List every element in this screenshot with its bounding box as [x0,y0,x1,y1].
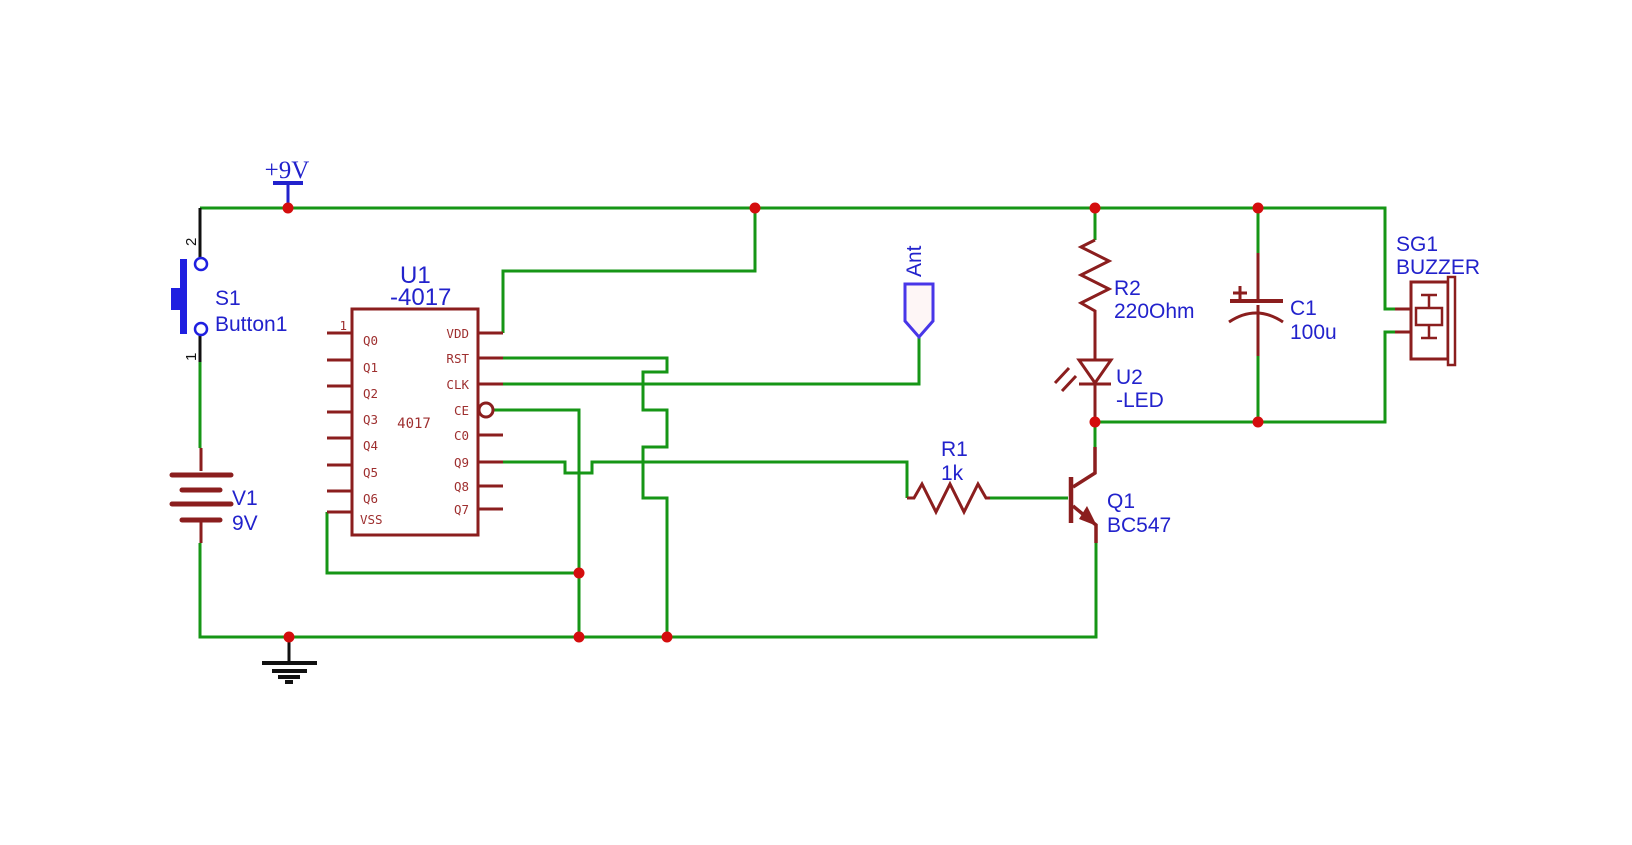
label-s1-value: Button1 [215,313,287,336]
ic-pin-label-q1: Q1 [363,360,378,375]
buzzer-element-box [1414,306,1444,327]
ic-pin1-marker: 1 [339,318,347,333]
label-u1-ref: U1 [400,262,431,289]
label-u2-ref: U2 [1116,366,1143,389]
label-sg1-ref: SG1 [1396,233,1438,256]
ic-pin-label-q0: Q0 [363,333,378,348]
power-flag-9v[interactable]: +9V [265,157,310,207]
button-plunger [171,288,181,310]
ic-pin-label-q9: Q9 [454,455,469,470]
label-u1-value: -4017 [390,284,451,311]
button-contact-bottom [193,321,209,337]
pin-number-1: 1 [183,353,200,361]
ic-pin-label-q7: Q7 [454,502,469,517]
label-v1-ref: V1 [232,487,258,510]
label-r1-value: 1k [941,462,964,485]
junction-dot [283,631,295,643]
ic-pin-label-q6: Q6 [363,491,378,506]
led-triangle-icon [1076,358,1114,386]
junction-dot [1089,202,1101,214]
wire-ce-ground[interactable] [493,408,581,637]
label-c1-ref: C1 [1290,297,1317,320]
junction-dot [749,202,761,214]
ic-pin-label-q4: Q4 [363,438,378,453]
button-actuator [180,259,187,334]
ic-pin-label-c0: C0 [454,428,469,443]
wire-vdd[interactable] [501,208,757,333]
ic-pin-label-vdd: VDD [446,326,469,341]
ic-pin-label-q5: Q5 [363,465,378,480]
buzzer-element-icon [1421,293,1437,340]
wire-q9-r1[interactable] [503,460,909,498]
transistor-q1[interactable]: Q1 BC547 [1068,447,1171,543]
ic-right-pin-stubs [478,331,503,511]
label-u2-value: -LED [1116,389,1164,412]
label-r1-ref: R1 [941,438,968,461]
buzzer-sg1[interactable]: SG1 BUZZER [1395,233,1480,367]
ic-pin-label-q3: Q3 [363,412,378,427]
power-flag-label: +9V [265,157,310,184]
label-sg1-value: BUZZER [1396,256,1480,279]
junction-dot [661,631,673,643]
resistor-zigzag-icon [907,480,990,516]
label-r2-value: 220Ohm [1114,300,1195,323]
ic-body [350,307,480,537]
junction-dot [1252,416,1264,428]
junction-dot [1252,202,1264,214]
wire-rst-ground[interactable] [503,356,669,637]
resistor-zigzag-icon [1077,238,1113,360]
led-emission-marks-icon [1053,366,1078,393]
wire-ground-rail[interactable] [198,543,1098,639]
label-r2-ref: R2 [1114,277,1141,300]
wire-vcc-rail[interactable] [200,206,1396,311]
label-q1-ref: Q1 [1107,490,1135,513]
ic-core-label: 4017 [397,416,431,432]
junction-dot [1089,416,1101,428]
button-contact-top [193,256,209,272]
wires [198,206,1396,639]
label-ant: Ant [903,245,926,277]
antenna-ant[interactable]: Ant [903,245,935,340]
label-v1-value: 9V [232,512,258,535]
pushbutton-s1[interactable]: 2 1 S1 Button1 [171,238,287,361]
junction-dot [282,202,294,214]
capacitor-plus-icon [1233,286,1247,300]
transistor-collector [1072,447,1097,489]
capacitor-c1[interactable]: C1 100u [1228,253,1337,356]
wire-vss-ground[interactable] [325,512,579,575]
ic-left-pin-stubs [327,331,352,514]
junction-dot [573,567,585,579]
label-q1-value: BC547 [1107,514,1171,537]
ic-u1-4017[interactable]: 1 Q0 Q1 Q2 Q3 Q4 Q5 Q6 VSS VDD RST CLK C… [327,262,503,537]
ground-symbol[interactable] [262,637,317,684]
led-u2[interactable]: U2 -LED [1053,358,1164,422]
buzzer-plate [1446,275,1457,367]
ic-pin-label-clk: CLK [446,377,469,392]
ic-pin-label-q8: Q8 [454,479,469,494]
junction-dot [573,631,585,643]
capacitor-plate-curved [1228,311,1284,324]
ce-inversion-bubble-icon [477,401,495,419]
buzzer-pins [1395,307,1411,334]
transistor-emitter-arrow-icon [1079,506,1097,526]
label-s1-ref: S1 [215,287,241,310]
junction-dots [282,202,1264,643]
pin-number-2: 2 [183,238,200,246]
resistor-r2[interactable]: R2 220Ohm [1077,238,1195,360]
ic-pin-label-vss: VSS [360,512,383,527]
wire-clk-antenna[interactable] [503,337,921,386]
wire-buzzer-bottom[interactable] [1095,330,1396,424]
resistor-r1[interactable]: R1 1k [907,438,990,516]
battery-v1[interactable]: V1 9V [169,448,258,543]
ic-pin-label-rst: RST [446,351,469,366]
antenna-icon [903,282,935,340]
ic-pin-label-q2: Q2 [363,386,378,401]
label-c1-value: 100u [1290,321,1337,344]
ic-pin-label-ce: CE [454,403,469,418]
